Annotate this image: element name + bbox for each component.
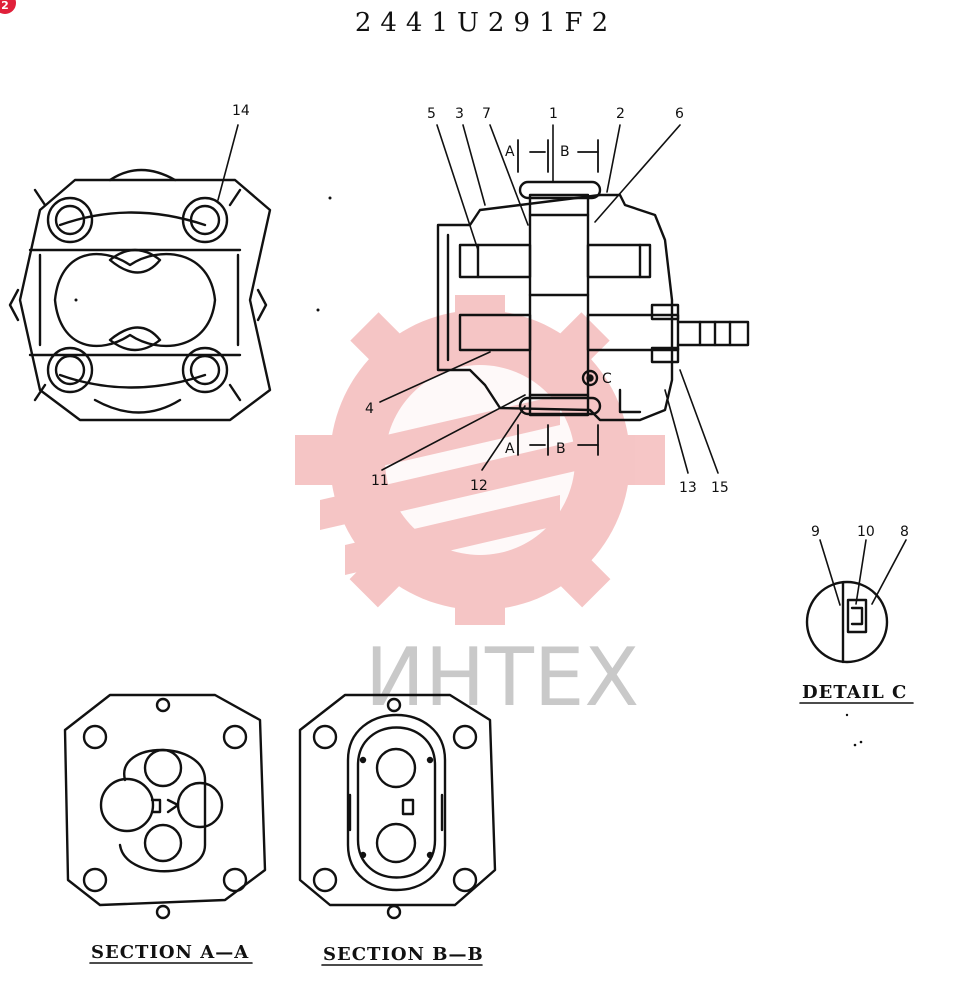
section-b-top-label: B [560, 144, 570, 160]
callout-8: 8 [900, 524, 909, 540]
callout-9: 9 [811, 524, 820, 540]
pump-front-view [8, 168, 272, 422]
section-a-top-label: A [505, 144, 515, 160]
watermark-gear-logo [295, 295, 665, 625]
callout-5: 5 [427, 106, 436, 122]
section-a-bottom-label: A [505, 441, 515, 457]
watermark-text: ИНТЕХ [365, 631, 639, 724]
section-b-bottom-label: B [556, 441, 566, 457]
callout-7: 7 [482, 106, 491, 122]
pump-side-section-view [436, 180, 750, 422]
callout-15: 15 [711, 480, 729, 496]
callout-4: 4 [365, 401, 374, 417]
section-a-a-view [63, 693, 267, 920]
section-b-b-view [298, 693, 497, 920]
scan-specks [74, 196, 863, 747]
callout-11: 11 [371, 473, 389, 489]
leader-14 [217, 124, 239, 201]
callout-2: 2 [616, 106, 625, 122]
page-badge: 2 [0, 0, 16, 14]
callout-12: 12 [470, 478, 488, 494]
side-view-leaders [379, 124, 719, 474]
section-aa-caption: SECTION A—A [91, 942, 249, 963]
section-bb-caption: SECTION B—B [323, 944, 484, 965]
callout-1: 1 [549, 106, 558, 122]
section-cut-markers [517, 139, 599, 456]
detail-c-caption: DETAIL C [802, 682, 907, 703]
detail-c-marker-label: C [602, 371, 612, 387]
detail-c-view [805, 539, 907, 664]
callout-10: 10 [857, 524, 875, 540]
callout-6: 6 [675, 106, 684, 122]
drawing-title: 2441U291F2 [354, 8, 618, 38]
callout-3: 3 [455, 106, 464, 122]
callout-13: 13 [679, 480, 697, 496]
callout-14: 14 [232, 103, 250, 119]
